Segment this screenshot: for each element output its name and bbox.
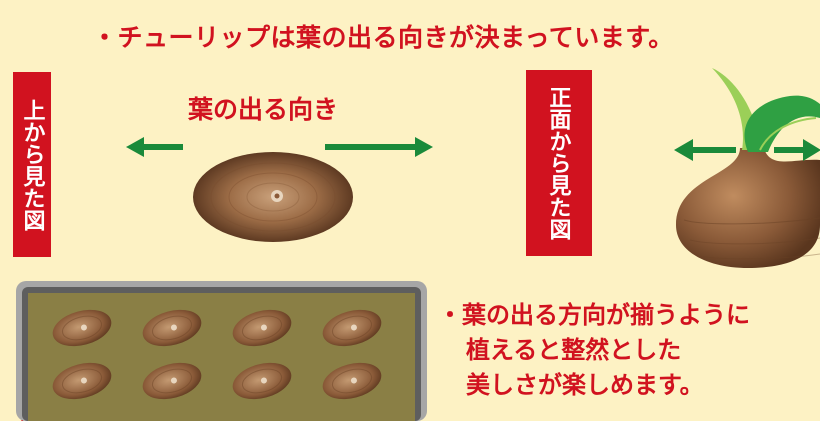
note-line-2: 植えると整然とした [466,335,682,364]
tray-bulb [322,309,382,347]
leaf-direction-label: 葉の出る向き [188,95,339,124]
leaf-right [744,95,820,152]
tray-bulb [52,362,112,400]
front-view-label-col1: 正面から [545,86,571,174]
planter-tray [16,281,427,421]
front-right-arrow-icon [774,139,820,161]
bulb-front-view [676,68,820,268]
tray-bulb [52,309,112,347]
front-left-arrow-icon [674,139,736,161]
tray-bulb [232,309,292,347]
bulb-top-view [193,152,353,242]
note-line-3: 美しさが楽しめます。 [466,370,704,399]
tray-bulb [322,362,382,400]
tray-bulb [232,362,292,400]
headline: ・チューリップは葉の出る向きが決まっています。 [92,23,674,52]
planting-note: ・葉の出る方向が揃うように 植えると整然とした 美しさが楽しめます。 [438,298,750,402]
tray-bulb [142,362,202,400]
left-arrow-icon [126,137,183,157]
right-arrow-icon [325,137,433,157]
note-line-1: ・葉の出る方向が揃うように [438,301,750,329]
top-view-label: 上から見た図 [13,72,51,257]
tray-bulb [142,309,202,347]
front-view-label: 正面から 見た図 [526,70,592,256]
front-view-label-col2: 見た図 [545,174,571,240]
